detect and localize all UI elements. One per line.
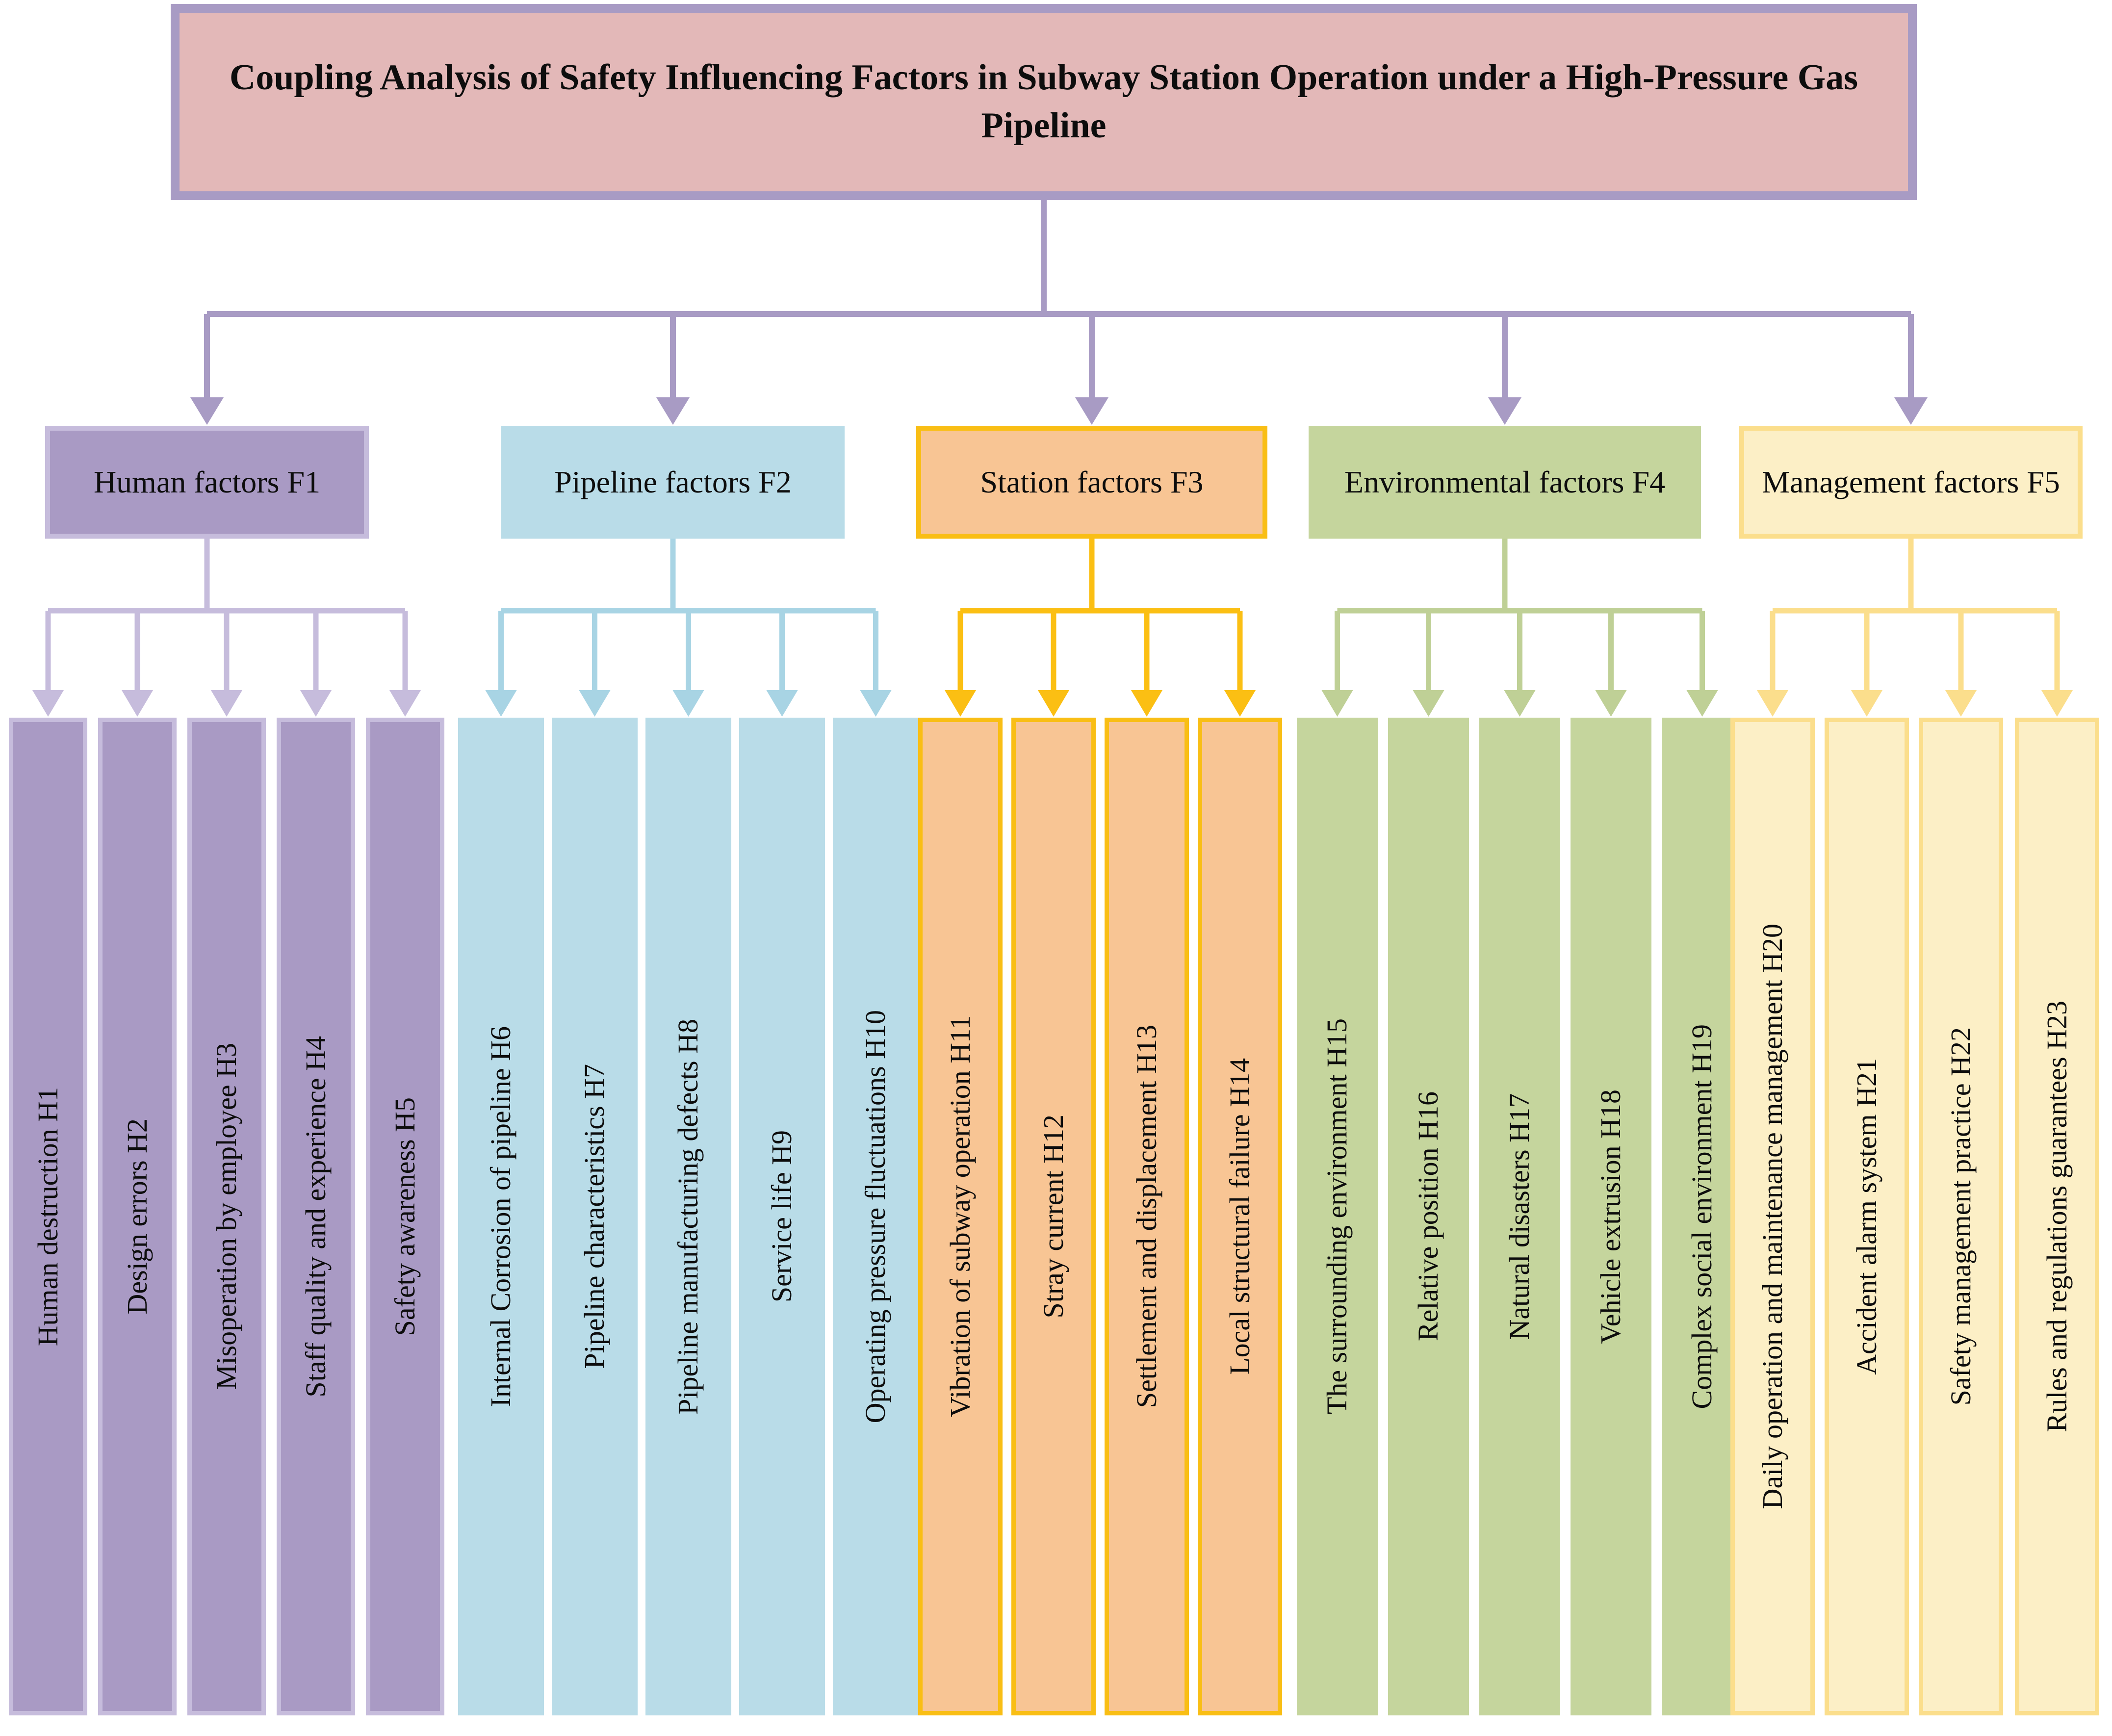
- arrow-to-category-4: [1894, 397, 1928, 425]
- leaf-label-h3: Misoperation by employee H3: [210, 1043, 242, 1390]
- leaf-box-h21[interactable]: Accident alarm system H21: [1825, 718, 1909, 1715]
- leaf-box-h4[interactable]: Staff quality and experience H4: [277, 718, 355, 1715]
- leaf-label-h4: Staff quality and experience H4: [299, 1036, 332, 1398]
- leaf-label-h5: Safety awareness H5: [388, 1097, 421, 1336]
- leaf-label-h15: The surrounding environment H15: [1321, 1018, 1353, 1415]
- arrow-to-category-0: [190, 397, 224, 425]
- category-box-f2[interactable]: Pipeline factors F2: [501, 426, 845, 539]
- arrow-to-leaf-0-1: [122, 690, 153, 717]
- arrow-to-leaf-0-0: [32, 690, 64, 717]
- leaf-box-h9[interactable]: Service life H9: [739, 718, 825, 1715]
- leaf-label-h20: Daily operation and maintenance manageme…: [1756, 924, 1788, 1509]
- leaf-box-h8[interactable]: Pipeline manufacturing defects H8: [645, 718, 731, 1715]
- arrow-to-leaf-3-3: [1595, 690, 1627, 717]
- arrow-to-leaf-1-1: [579, 690, 611, 717]
- arrow-to-leaf-3-4: [1686, 690, 1718, 717]
- arrow-to-leaf-3-2: [1504, 690, 1536, 717]
- diagram-title-box: Coupling Analysis of Safety Influencing …: [171, 4, 1917, 200]
- category-box-f1[interactable]: Human factors F1: [45, 426, 369, 539]
- category-label-f1: Human factors F1: [93, 465, 321, 500]
- arrow-to-leaf-2-1: [1038, 690, 1069, 717]
- arrow-to-category-1: [656, 397, 690, 425]
- leaf-box-h22[interactable]: Safety management practice H22: [1919, 718, 2003, 1715]
- leaf-label-h6: Internal Corrosion of pipeline H6: [485, 1026, 517, 1407]
- leaf-label-h10: Operating pressure fluctuations H10: [859, 1010, 892, 1424]
- leaf-label-h18: Vehicle extrusion H18: [1595, 1089, 1627, 1344]
- arrow-to-category-2: [1075, 397, 1108, 425]
- leaf-label-h22: Safety management practice H22: [1944, 1027, 1977, 1406]
- arrow-to-leaf-1-0: [485, 690, 517, 717]
- leaf-box-h1[interactable]: Human destruction H1: [9, 718, 87, 1715]
- leaf-label-h19: Complex social environment H19: [1686, 1024, 1718, 1409]
- leaf-label-h11: Vibration of subway operation H11: [944, 1015, 976, 1418]
- leaf-label-h21: Accident alarm system H21: [1850, 1058, 1882, 1375]
- leaf-label-h16: Relative position H16: [1412, 1091, 1444, 1342]
- leaf-label-h23: Rules and regulations guarantees H23: [2040, 1001, 2073, 1432]
- leaf-box-h13[interactable]: Settlement and displacement H13: [1105, 718, 1189, 1715]
- leaf-label-h7: Pipeline characteristics H7: [578, 1064, 611, 1369]
- leaf-box-h5[interactable]: Safety awareness H5: [366, 718, 444, 1715]
- leaf-box-h12[interactable]: Stray current H12: [1011, 718, 1096, 1715]
- leaf-box-h20[interactable]: Daily operation and maintenance manageme…: [1730, 718, 1815, 1715]
- arrow-to-leaf-2-3: [1224, 690, 1256, 717]
- arrow-to-leaf-3-0: [1321, 690, 1353, 717]
- leaf-box-h6[interactable]: Internal Corrosion of pipeline H6: [458, 718, 544, 1715]
- arrow-to-leaf-0-4: [389, 690, 421, 717]
- leaf-label-h1: Human destruction H1: [31, 1087, 64, 1347]
- category-label-f3: Station factors F3: [980, 465, 1204, 500]
- arrow-to-leaf-0-3: [300, 690, 332, 717]
- arrow-to-leaf-0-2: [211, 690, 242, 717]
- leaf-label-h14: Local structural failure H14: [1223, 1058, 1256, 1375]
- leaf-box-h2[interactable]: Design errors H2: [98, 718, 177, 1715]
- leaf-label-h12: Stray current H12: [1037, 1114, 1069, 1319]
- leaf-box-h11[interactable]: Vibration of subway operation H11: [918, 718, 1003, 1715]
- leaf-box-h17[interactable]: Natural disasters H17: [1479, 718, 1560, 1715]
- arrow-to-leaf-4-1: [1851, 690, 1882, 717]
- leaf-box-h15[interactable]: The surrounding environment H15: [1297, 718, 1378, 1715]
- category-label-f5: Management factors F5: [1762, 465, 2060, 500]
- leaf-label-h8: Pipeline manufacturing defects H8: [672, 1018, 704, 1415]
- category-label-f4: Environmental factors F4: [1344, 465, 1666, 500]
- leaf-box-h14[interactable]: Local structural failure H14: [1198, 718, 1282, 1715]
- arrow-to-leaf-4-2: [1945, 690, 1977, 717]
- leaf-box-h10[interactable]: Operating pressure fluctuations H10: [833, 718, 919, 1715]
- leaf-box-h7[interactable]: Pipeline characteristics H7: [552, 718, 638, 1715]
- leaf-box-h18[interactable]: Vehicle extrusion H18: [1571, 718, 1651, 1715]
- category-box-f5[interactable]: Management factors F5: [1739, 426, 2083, 539]
- page-title: Coupling Analysis of Safety Influencing …: [229, 57, 1858, 146]
- leaf-label-h9: Service life H9: [766, 1130, 798, 1303]
- arrow-to-leaf-2-0: [945, 690, 976, 717]
- category-label-f2: Pipeline factors F2: [554, 465, 792, 500]
- category-box-f3[interactable]: Station factors F3: [916, 426, 1267, 539]
- leaf-box-h23[interactable]: Rules and regulations guarantees H23: [2015, 718, 2099, 1715]
- arrow-to-leaf-1-3: [766, 690, 798, 717]
- arrow-to-leaf-4-0: [1757, 690, 1788, 717]
- leaf-label-h2: Design errors H2: [121, 1118, 153, 1315]
- arrow-to-leaf-4-3: [2041, 690, 2073, 717]
- arrow-to-leaf-1-2: [672, 690, 704, 717]
- arrow-to-leaf-2-2: [1131, 690, 1162, 717]
- leaf-box-h3[interactable]: Misoperation by employee H3: [187, 718, 266, 1715]
- leaf-label-h13: Settlement and displacement H13: [1130, 1025, 1162, 1408]
- arrow-to-leaf-1-4: [860, 690, 892, 717]
- leaf-label-h17: Natural disasters H17: [1503, 1093, 1536, 1340]
- category-box-f4[interactable]: Environmental factors F4: [1309, 426, 1701, 539]
- arrow-to-category-3: [1488, 397, 1521, 425]
- leaf-box-h16[interactable]: Relative position H16: [1388, 718, 1469, 1715]
- arrow-to-leaf-3-1: [1413, 690, 1444, 717]
